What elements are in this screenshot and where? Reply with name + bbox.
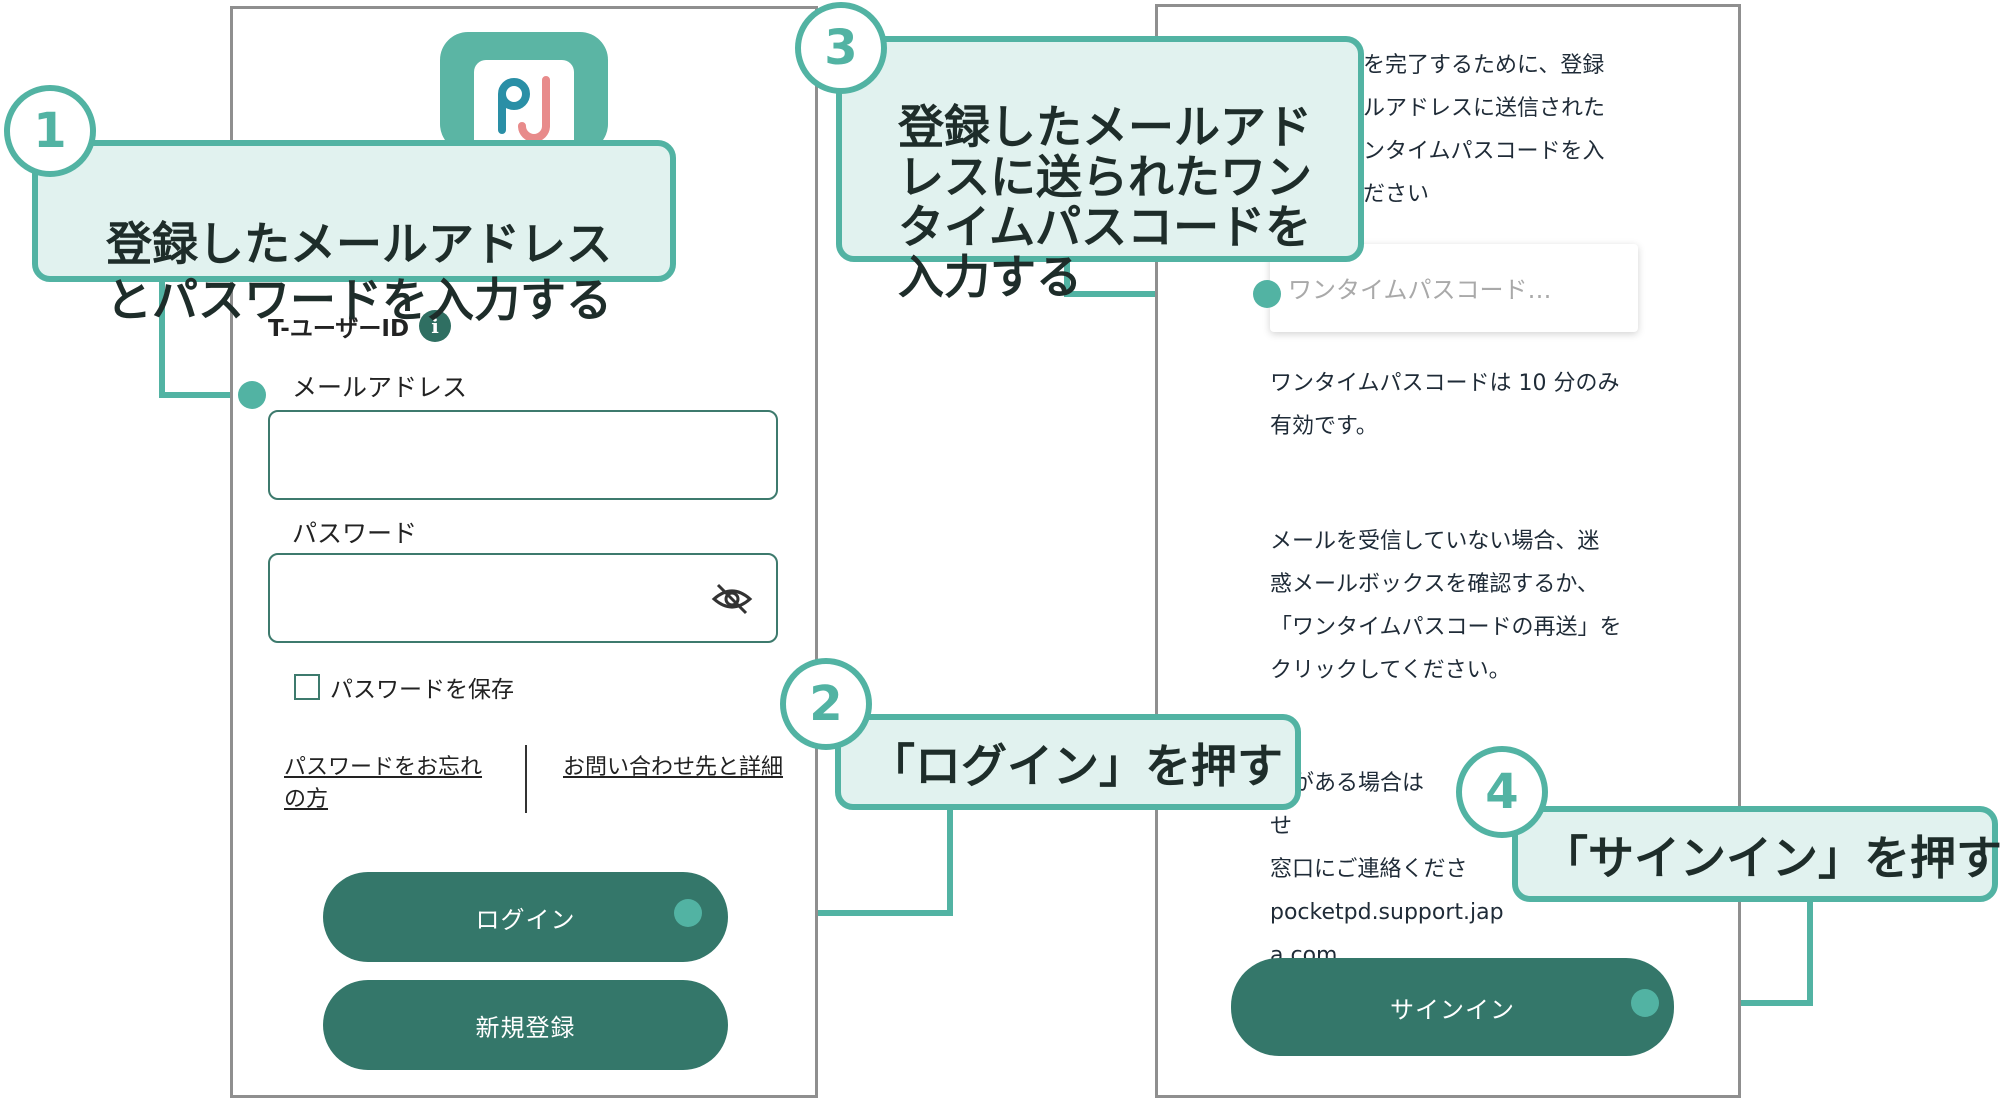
- contact-link[interactable]: お問い合わせ先と詳細: [563, 755, 784, 780]
- otp-placeholder: ワンタイムパスコード…: [1288, 276, 1552, 304]
- callout-4-text: 「サインイン」を押す: [1542, 831, 2000, 885]
- save-password-label: パスワードを保存: [330, 677, 514, 703]
- callout-1-text: 登録したメールアドレス とパスワードを入力する: [106, 217, 612, 327]
- save-password-checkbox[interactable]: [294, 674, 320, 700]
- links-divider: [525, 745, 527, 813]
- otp-intro-text: を完了するために、登録 ルアドレスに送信された ンタイムパスコードを入 ださい: [1363, 53, 1606, 207]
- connector-1: [159, 282, 250, 398]
- email-field[interactable]: [268, 410, 778, 500]
- callout-4: 「サインイン」を押す: [1512, 806, 2000, 902]
- password-label: パスワード: [292, 519, 418, 548]
- forgot-password-link[interactable]: パスワードをお忘れの方: [284, 755, 483, 812]
- connector-4-dot: [1631, 989, 1659, 1017]
- app-logo: [440, 32, 608, 152]
- user-id-label: T-ユーザーID: [268, 316, 410, 342]
- login-button[interactable]: ログイン: [323, 872, 728, 962]
- eye-off-icon[interactable]: [710, 581, 754, 617]
- info-icon[interactable]: i: [419, 310, 452, 342]
- connector-2-dot: [674, 899, 702, 927]
- callout-2: 「ログイン」を押す: [835, 714, 1301, 810]
- connector-3-dot: [1253, 280, 1281, 308]
- callout-1: 登録したメールアドレス とパスワードを入力する: [32, 140, 676, 327]
- app-logo-mark-icon: [498, 76, 550, 142]
- save-password-row: パスワードを保存: [294, 670, 514, 704]
- register-button[interactable]: 新規登録: [323, 980, 728, 1070]
- callout-3: 登録したメールアド レスに送られたワン タイムパスコードを 入力する: [836, 36, 1364, 302]
- callout-2-text: 「ログイン」を押す: [869, 739, 1283, 793]
- callout-1-badge: 1: [4, 85, 96, 177]
- connector-1-dot: [238, 381, 266, 409]
- signin-button[interactable]: サインイン: [1231, 958, 1674, 1056]
- email-label: メールアドレス: [292, 373, 468, 402]
- callout-3-badge: 3: [795, 2, 887, 94]
- callout-4-badge: 4: [1456, 746, 1548, 838]
- app-logo-inner: [474, 60, 574, 152]
- no-mail-text: メールを受信していない場合、迷 惑メールボックスを確認するか、 「ワンタイムパス…: [1270, 529, 1622, 683]
- otp-valid-text: ワンタイムパスコードは 10 分のみ 有効です。: [1270, 371, 1620, 439]
- password-field[interactable]: [268, 553, 778, 643]
- user-id-row: T-ユーザーID i: [268, 308, 452, 344]
- callout-2-badge: 2: [780, 658, 872, 750]
- callout-3-text: 登録したメールアド レスに送られたワン タイムパスコードを 入力する: [898, 100, 1312, 304]
